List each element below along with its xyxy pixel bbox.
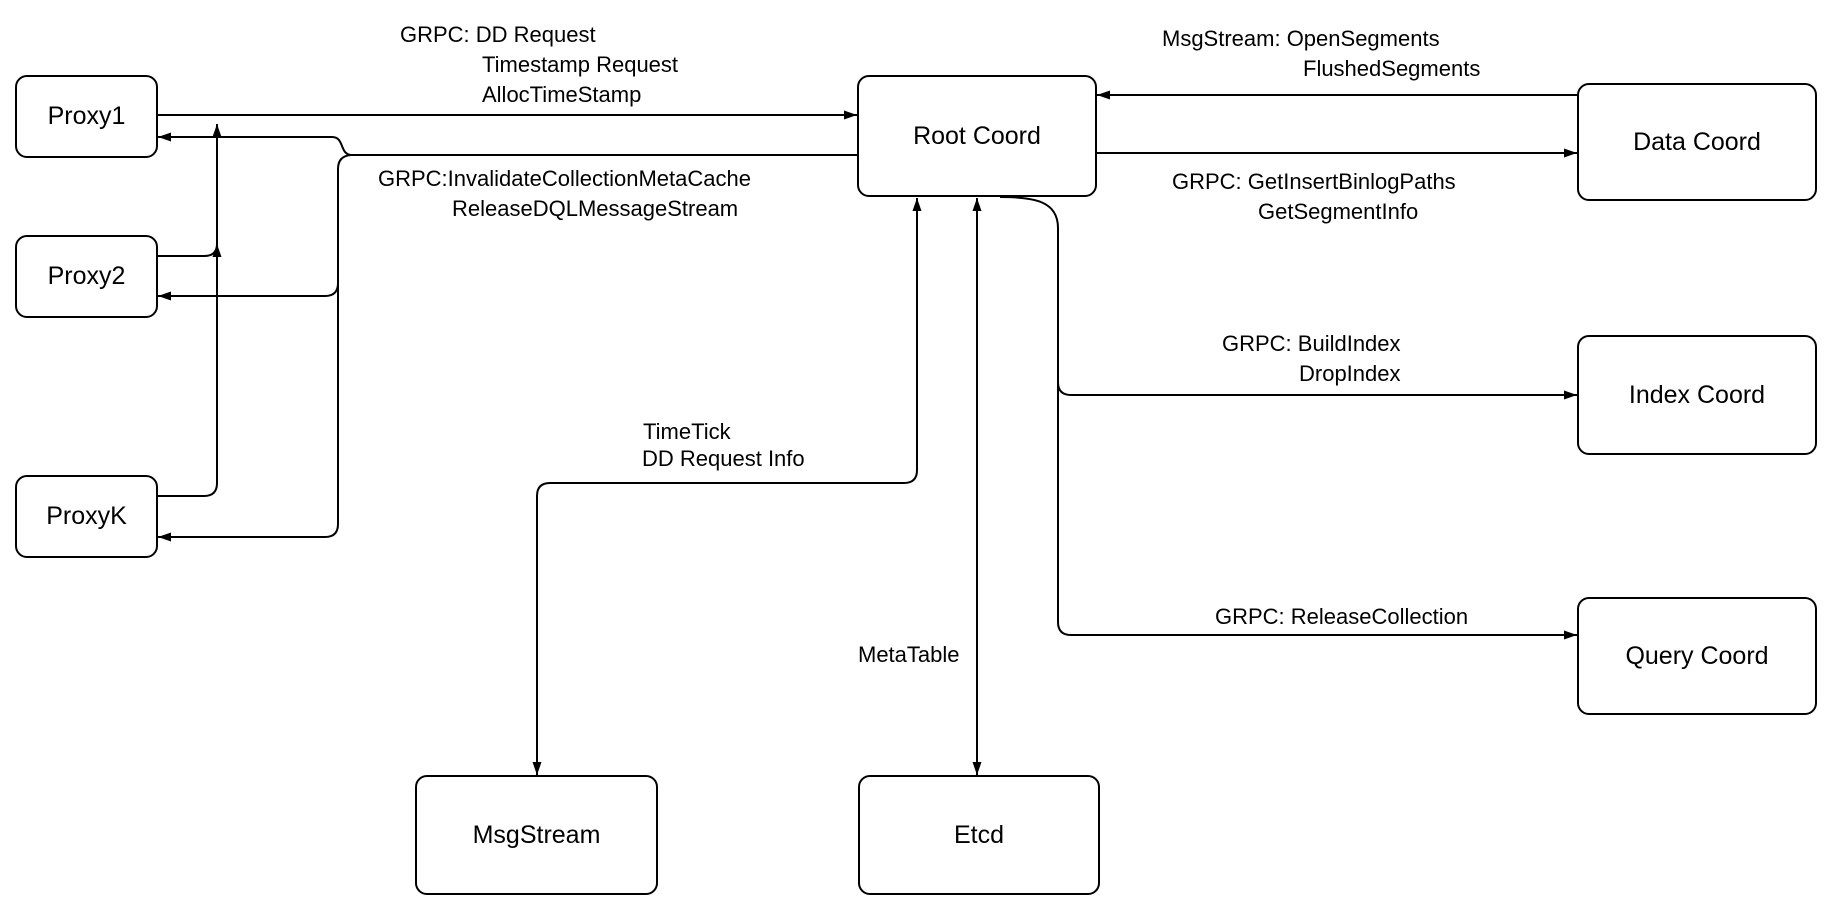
- edge-label-root-to-msgstream-2: DD Request Info: [642, 446, 805, 471]
- node-msgstream: MsgStream: [415, 775, 658, 895]
- edge-label-root-to-index-1: GRPC: BuildIndex: [1222, 331, 1401, 356]
- node-index-coord-label: Index Coord: [1628, 380, 1766, 409]
- edge-proxy2-merge-up: [158, 243, 222, 258]
- node-proxy1-label: Proxy1: [47, 102, 126, 130]
- edge-rootcoord-to-proxy2: [158, 282, 339, 301]
- edge-label-data-to-root-2: FlushedSegments: [1303, 56, 1481, 81]
- node-proxyk: ProxyK: [15, 475, 158, 558]
- node-root-coord-label: Root Coord: [913, 121, 1041, 150]
- node-query-coord: Query Coord: [1577, 597, 1817, 715]
- edge-label-root-to-proxies-2: ReleaseDQLMessageStream: [452, 196, 739, 221]
- node-data-coord-label: Data Coord: [1633, 127, 1761, 156]
- node-etcd: Etcd: [858, 775, 1100, 895]
- node-proxy1: Proxy1: [15, 75, 158, 158]
- node-proxyk-label: ProxyK: [46, 502, 127, 530]
- node-proxy2-label: Proxy2: [47, 262, 126, 290]
- edge-label-proxies-to-root-1: GRPC: DD Request: [400, 22, 596, 47]
- edge-label-data-to-root-1: MsgStream: OpenSegments: [1162, 26, 1440, 51]
- edge-label-root-to-data-2: GetSegmentInfo: [1258, 199, 1419, 224]
- edge-rootcoord-to-proxyk: [158, 154, 352, 542]
- node-proxy2: Proxy2: [15, 235, 158, 318]
- node-msgstream-label: MsgStream: [472, 820, 601, 849]
- node-etcd-label: Etcd: [953, 820, 1005, 849]
- edge-label-root-to-index-2: DropIndex: [1299, 361, 1401, 386]
- node-query-coord-label: Query Coord: [1625, 641, 1769, 670]
- edge-rootcoord-to-indexcoord: [1057, 381, 1577, 400]
- edge-label-root-to-proxies-1: GRPC:InvalidateCollectionMetaCache: [378, 166, 751, 191]
- edge-rootcoord-to-querycoord: [999, 196, 1577, 640]
- edge-label-proxies-to-root-2: Timestamp Request: [482, 52, 679, 77]
- node-data-coord: Data Coord: [1577, 83, 1817, 201]
- node-root-coord: Root Coord: [857, 75, 1097, 197]
- edge-label-root-to-msgstream-1: TimeTick: [643, 419, 731, 444]
- edge-label-root-to-data-1: GRPC: GetInsertBinlogPaths: [1172, 169, 1456, 194]
- edge-label-root-to-etcd-1: MetaTable: [858, 642, 960, 667]
- edge-label-proxies-to-root-3: AllocTimeStamp: [482, 82, 642, 107]
- edge-rootcoord-to-msgstream: [532, 198, 918, 775]
- edge-rootcoord-to-proxy1: [158, 132, 857, 156]
- edge-label-root-to-query-1: GRPC: ReleaseCollection: [1215, 604, 1469, 629]
- edge-proxyk-merge-up: [158, 124, 222, 497]
- node-index-coord: Index Coord: [1577, 335, 1817, 455]
